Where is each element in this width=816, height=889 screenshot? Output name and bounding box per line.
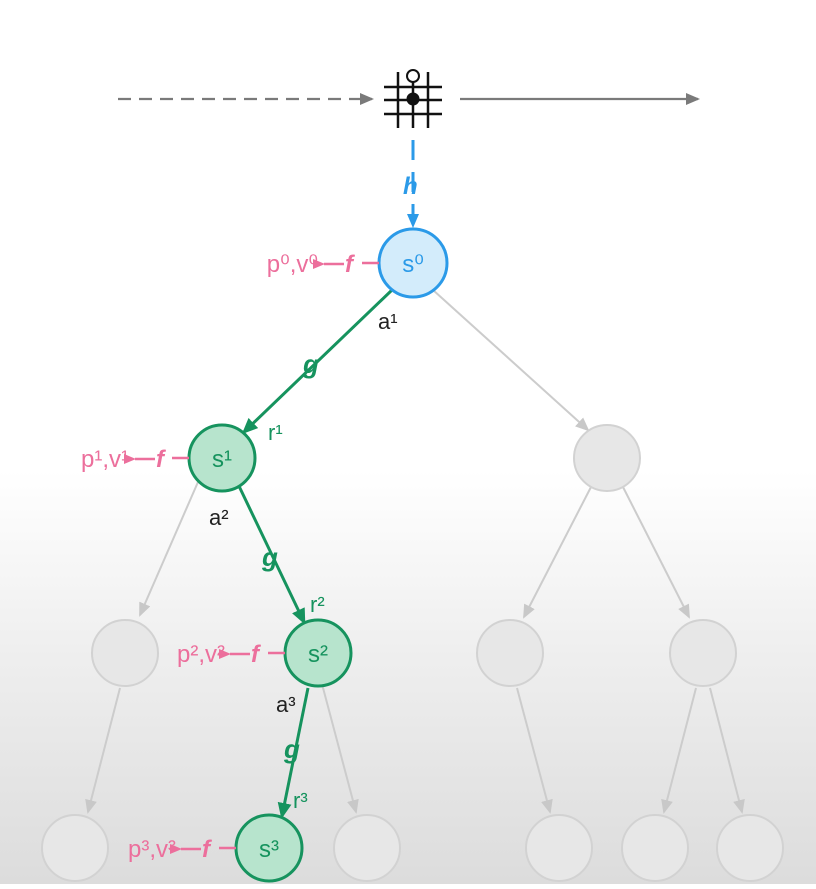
f-label-1: f [156, 446, 166, 473]
g-label-3: g [283, 734, 300, 764]
g-label-2: g [261, 542, 278, 572]
unexplored-edges [85, 289, 745, 814]
f-label-0: f [345, 251, 355, 278]
gray-node [333, 814, 401, 882]
dynamics-edges [236, 288, 394, 819]
s1-label: s¹ [212, 446, 232, 473]
prediction-2: f p²,v² [177, 641, 285, 668]
pv0-label: p⁰,v⁰ [267, 251, 318, 278]
pv3-label: p³,v³ [128, 836, 176, 863]
go-board-icon [384, 69, 442, 128]
prediction-1: f p¹,v¹ [81, 446, 189, 473]
h-label: h [403, 173, 418, 200]
gray-node [669, 619, 737, 687]
s0-label: s⁰ [402, 251, 424, 278]
gray-node [91, 619, 159, 687]
node-s2: s² [283, 618, 353, 688]
action-a2: a² [209, 505, 229, 530]
reward-r2: r² [310, 592, 325, 617]
node-s1: s¹ [187, 423, 257, 493]
action-a3: a³ [276, 692, 296, 717]
reward-r3: r³ [293, 788, 308, 813]
reward-r1: r¹ [268, 420, 283, 445]
f-label-2: f [251, 641, 261, 668]
node-s0: s⁰ [377, 227, 449, 299]
node-s3: s³ [234, 813, 304, 883]
gray-node [41, 814, 109, 882]
gray-node [476, 619, 544, 687]
action-a1: a¹ [378, 309, 398, 334]
g-label-1: g [302, 349, 319, 379]
pv2-label: p²,v² [177, 641, 225, 668]
f-label-3: f [202, 836, 212, 863]
pv1-label: p¹,v¹ [81, 446, 129, 473]
gray-node [573, 424, 641, 492]
prediction-0: f p⁰,v⁰ [267, 251, 379, 278]
gray-node [525, 814, 593, 882]
s2-label: s² [308, 641, 328, 668]
gray-node [621, 814, 689, 882]
prediction-3: f p³,v³ [128, 836, 236, 863]
gray-node [716, 814, 784, 882]
unexplored-nodes [41, 424, 784, 882]
s3-label: s³ [259, 836, 279, 863]
